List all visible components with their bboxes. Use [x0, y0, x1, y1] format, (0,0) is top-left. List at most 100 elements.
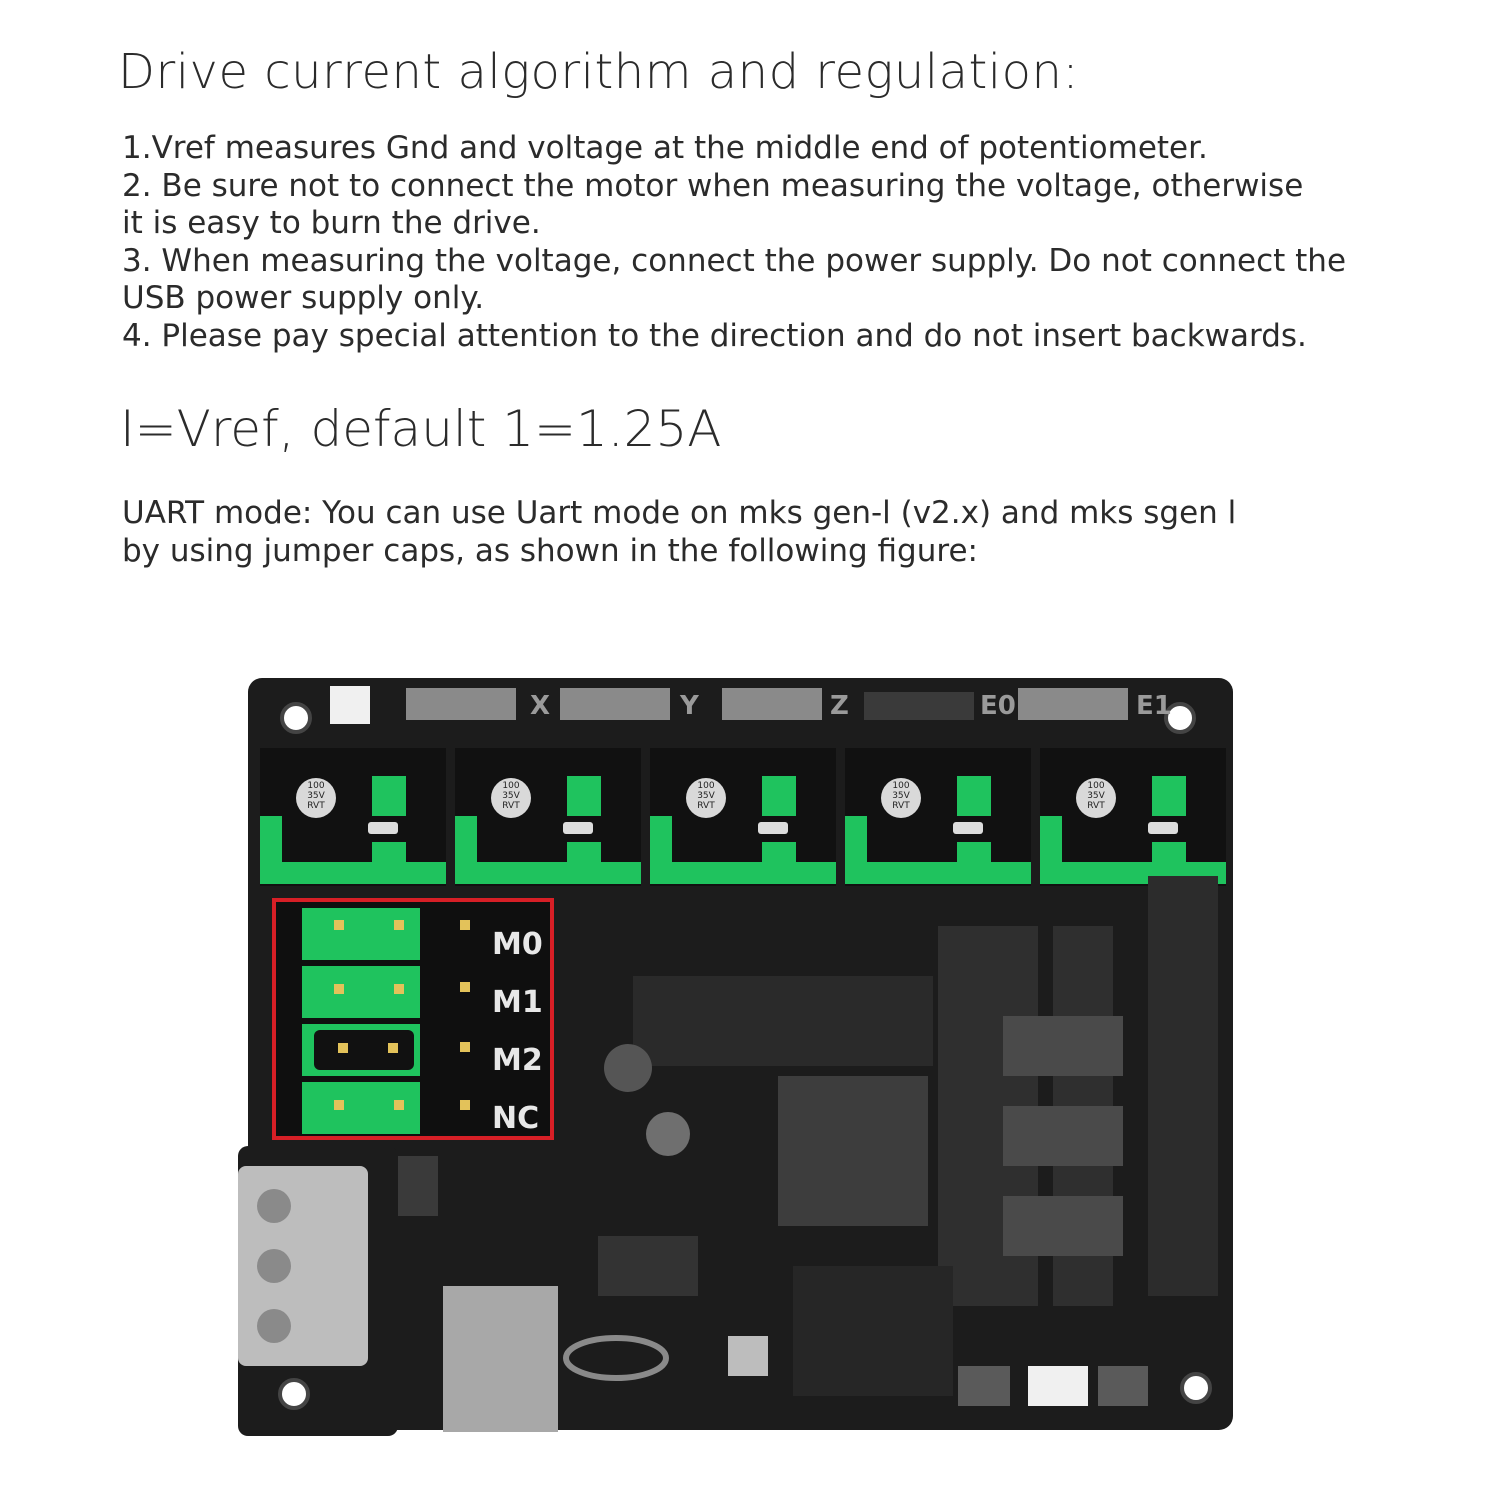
jumper-pin: [388, 1043, 398, 1053]
mcu-chip: [778, 1076, 928, 1226]
connector: [1003, 1016, 1123, 1076]
jumper-cap: [314, 1030, 414, 1070]
power-connector: [330, 686, 370, 724]
jumper-pin: [394, 920, 404, 930]
pin-header-green: [845, 862, 1031, 884]
reset-button: [728, 1336, 768, 1376]
jumper-pin: [334, 984, 344, 994]
crystal: [563, 1335, 669, 1381]
instruction-line: 2. Be sure not to connect the motor when…: [122, 167, 1304, 204]
axis-label-e0: E0: [980, 691, 1016, 721]
capacitor-marking: 100: [502, 781, 519, 791]
capacitor-marking: 35V: [502, 791, 520, 801]
capacitor-marking: 100: [892, 781, 909, 791]
jumper-pin: [460, 1042, 470, 1052]
jumper-pin: [460, 1100, 470, 1110]
motor-connector: [1018, 688, 1128, 720]
terminal-screw: [257, 1189, 291, 1223]
pin-header-green: [1040, 816, 1062, 862]
instruction-list: 1.Vref measures Gnd and voltage at the m…: [122, 130, 1422, 355]
jumper-header: [957, 842, 991, 864]
capacitor-marking: 100: [1087, 781, 1104, 791]
jumper-pin: [338, 1043, 348, 1053]
jumper-cap: [1148, 822, 1178, 834]
exp-header: [793, 1266, 953, 1396]
usb-port: [443, 1286, 558, 1432]
pin-header-green: [845, 816, 867, 862]
instruction-line: it is easy to burn the drive.: [122, 205, 541, 241]
chip: [598, 1236, 698, 1296]
jumper-pin: [460, 920, 470, 930]
jumper-pin: [334, 1100, 344, 1110]
uart-line: UART mode: You can use Uart mode on mks …: [122, 495, 1237, 531]
mounting-hole: [1180, 1372, 1212, 1404]
pin-header-green: [455, 816, 477, 862]
instruction-line: 3. When measuring the voltage, connect t…: [122, 242, 1347, 279]
capacitor-marking: 100: [307, 781, 324, 791]
motor-connector-row: [330, 686, 1128, 724]
controller-board-image: X Y Z E0 E1 10035VRVT10035VRVT10035VRVT1…: [238, 678, 1233, 1436]
pin-header-green: [260, 816, 282, 862]
uart-line: by using jumper caps, as shown in the fo…: [122, 532, 978, 569]
jumper-detail: M0 M1 M2 NC: [272, 898, 554, 1140]
instruction-line: 4. Please pay special attention to the d…: [122, 317, 1307, 354]
capacitor: [296, 778, 336, 818]
mounting-hole: [1164, 702, 1196, 734]
mosfet: [398, 1156, 438, 1216]
current-formula: I=Vref, default 1=1.25A: [120, 400, 722, 458]
terminal-screw: [257, 1249, 291, 1283]
capacitor: [1076, 778, 1116, 818]
uart-description: UART mode: You can use Uart mode on mks …: [122, 495, 1236, 570]
capacitor-marking: 35V: [697, 791, 715, 801]
jumper-cap: [368, 822, 398, 834]
jumper-pin: [394, 984, 404, 994]
jumper-cap: [563, 822, 593, 834]
jumper-pin: [460, 982, 470, 992]
axis-label-y: Y: [679, 691, 700, 721]
small-connector: [1028, 1366, 1088, 1406]
capacitor-marking: 35V: [1087, 791, 1105, 801]
terminal-screw: [257, 1309, 291, 1343]
mounting-hole: [278, 1378, 310, 1410]
stepper-driver-row: 10035VRVT10035VRVT10035VRVT10035VRVT1003…: [260, 748, 1226, 886]
motor-connector: [560, 688, 670, 720]
mounting-hole: [280, 702, 312, 734]
jumper-header: [762, 776, 796, 816]
capacitor: [646, 1112, 690, 1156]
connector: [1003, 1196, 1123, 1256]
pin-label-m2: M2: [492, 1043, 543, 1078]
small-connector: [1098, 1366, 1148, 1406]
jumper-header: [567, 842, 601, 864]
axis-label-z: Z: [830, 691, 849, 721]
capacitor-marking: RVT: [1087, 801, 1105, 811]
jumper-header: [1152, 776, 1186, 816]
pin-header-green: [455, 862, 641, 884]
pin-header-green: [650, 816, 672, 862]
capacitor-marking: RVT: [697, 801, 715, 811]
axis-label-e1: E1: [1136, 691, 1172, 721]
jumper-pin: [334, 920, 344, 930]
pin-header-green: [650, 862, 836, 884]
small-connector: [958, 1366, 1010, 1406]
pin-label-m1: M1: [492, 985, 543, 1020]
jumper-cap: [953, 822, 983, 834]
pin-label-nc: NC: [492, 1101, 539, 1136]
pin-header-green: [260, 862, 446, 884]
axis-label-x: X: [530, 691, 550, 721]
jumper-header: [762, 842, 796, 864]
capacitor-marking: RVT: [307, 801, 325, 811]
expansion-header: [1148, 876, 1218, 1296]
capacitor-marking: 35V: [307, 791, 325, 801]
instruction-line: USB power supply only.: [122, 280, 485, 316]
connector: [1003, 1106, 1123, 1166]
pin-label-m0: M0: [492, 927, 543, 962]
jumper-header: [1152, 842, 1186, 864]
jumper-header: [372, 842, 406, 864]
capacitor-marking: 100: [697, 781, 714, 791]
jumper-pin: [394, 1100, 404, 1110]
jumper-header: [957, 776, 991, 816]
capacitor-marking: RVT: [502, 801, 520, 811]
